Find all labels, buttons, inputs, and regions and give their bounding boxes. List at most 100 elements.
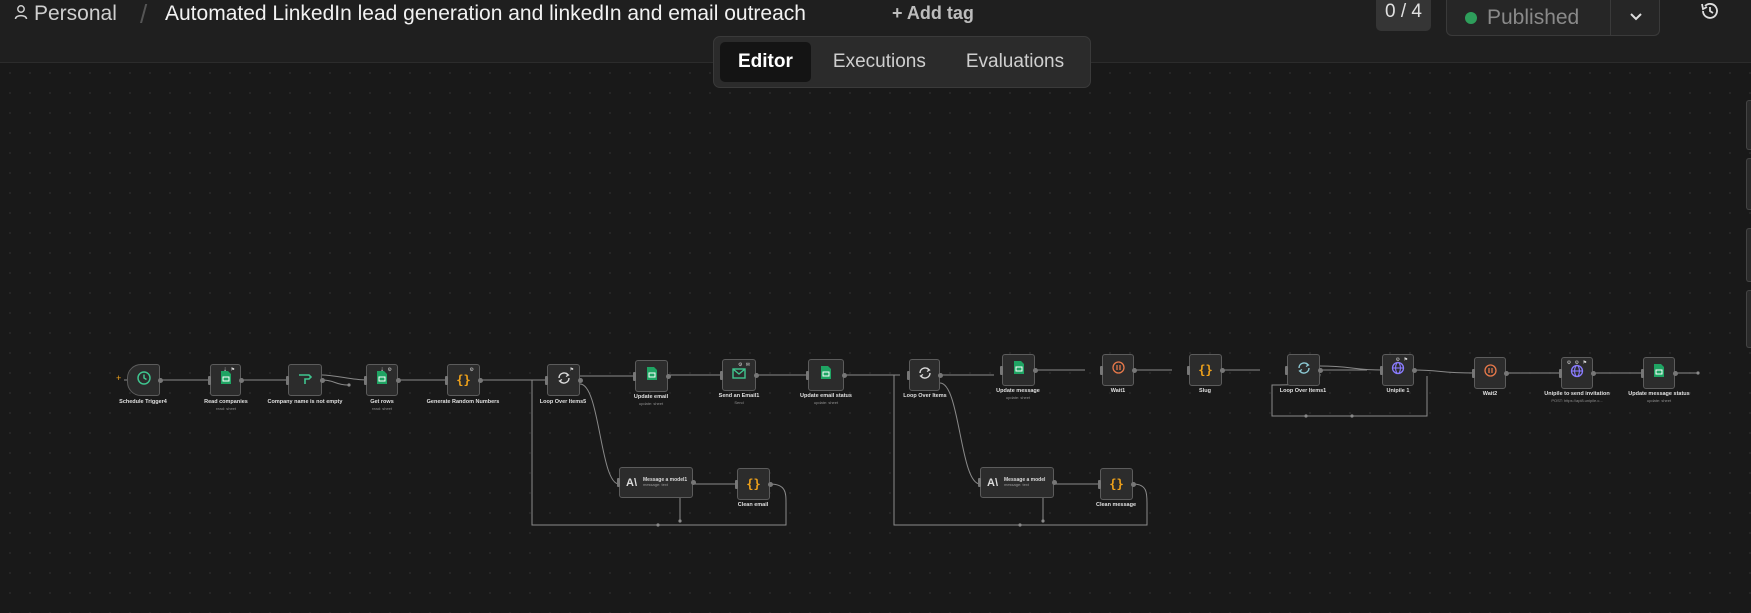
node-slug[interactable]: {} [1187,354,1225,386]
input-port[interactable] [720,370,723,380]
output-port[interactable] [478,377,483,383]
sheets-icon [1653,363,1665,383]
output-port[interactable] [239,377,244,383]
node-unipile-send-invitation[interactable]: ⚙ ⚙ ⚑ [1559,357,1596,389]
input-port[interactable] [1187,365,1190,375]
tab-executions[interactable]: Executions [832,51,926,72]
output-port[interactable] [938,372,943,378]
node-title: Read companies [204,399,248,405]
input-port[interactable] [1641,368,1644,378]
output-port[interactable] [1132,367,1137,373]
workflow-title[interactable]: Automated LinkedIn lead generation and l… [165,2,806,25]
node-title: Message a model1 [643,477,688,484]
output-port[interactable] [768,481,773,487]
breadcrumb-project[interactable]: Personal [14,0,117,28]
pause-icon [1111,361,1125,379]
connection [1319,365,1383,371]
input-port[interactable] [545,375,548,385]
output-port[interactable] [1131,481,1136,487]
node-wait1[interactable] [1100,354,1137,386]
input-port[interactable] [1472,368,1475,378]
node-read-companies[interactable]: ⇣ ⚑ [208,364,244,396]
input-port[interactable] [1098,479,1101,489]
input-port[interactable] [907,370,910,380]
output-port[interactable] [578,377,583,383]
output-port[interactable] [1504,370,1509,376]
input-port[interactable] [806,370,809,380]
output-port[interactable] [1220,367,1225,373]
input-port[interactable] [1559,368,1562,378]
input-port[interactable] [978,478,981,487]
node-message-a-model[interactable]: A\ Message a model message: text [978,467,1057,498]
node-update-message[interactable] [1000,354,1038,386]
input-port[interactable] [364,375,367,385]
node-clean-message[interactable]: {} [1098,468,1136,500]
node-loop-over-items1[interactable] [1285,354,1323,386]
history-button[interactable] [1698,0,1722,26]
publish-button[interactable]: Published [1447,0,1610,35]
output-port[interactable] [1033,367,1038,373]
node-generate-random-numbers[interactable]: ⚙ {} [445,364,483,396]
anthropic-icon: A\ [626,476,637,489]
output-port[interactable] [320,377,325,383]
node-clean-email[interactable]: {} [735,468,773,500]
publish-dropdown-button[interactable] [1610,0,1661,35]
node-label: Wait1 [1076,388,1160,395]
side-panel-tab[interactable] [1746,100,1751,150]
side-panel-tab[interactable] [1746,290,1751,348]
output-port[interactable] [1673,370,1678,376]
input-port[interactable] [445,375,448,385]
node-label: Loop Over Items [883,393,967,400]
node-update-email[interactable] [633,360,671,392]
output-port[interactable] [754,372,759,378]
node-send-an-email1[interactable]: ⚙ ✉ [720,359,759,391]
input-port[interactable] [208,375,211,385]
output-port[interactable] [1591,370,1596,376]
node-badges: ⚙ ✉ [737,362,751,368]
tab-evaluations[interactable]: Evaluations [965,51,1065,72]
node-update-email-status[interactable] [806,359,847,391]
input-port[interactable] [617,478,620,487]
input-port[interactable] [1000,365,1003,375]
input-port[interactable] [1285,365,1288,375]
node-label: Schedule Trigger4 [101,399,185,406]
filter-icon [297,371,313,390]
sheets-icon [220,370,232,390]
output-port[interactable] [1318,367,1323,373]
add-tag-button[interactable]: + Add tag [892,3,974,23]
code-icon: {} [1109,477,1124,491]
tab-editor[interactable]: Editor [720,42,811,82]
step-counter[interactable]: 0 / 4 [1376,0,1431,31]
node-title: Loop Over Items5 [539,399,587,405]
node-company-name-filter[interactable] [286,364,325,396]
node-update-message-status[interactable] [1641,357,1678,389]
input-port[interactable] [286,375,289,385]
node-get-rows[interactable]: ⇣ ⚙ [364,364,401,396]
side-panel-tab[interactable] [1746,158,1751,210]
input-port[interactable] [1100,365,1103,375]
node-loop-over-items[interactable] [907,359,943,391]
output-port[interactable] [158,377,163,383]
node-schedule-trigger4[interactable] [127,364,163,396]
side-panel-tab[interactable] [1746,228,1751,282]
output-port[interactable] [1052,480,1057,485]
node-title: Company name is not empty [267,399,343,405]
output-port[interactable] [396,377,401,383]
node-wait2[interactable] [1472,357,1509,389]
output-port[interactable] [666,373,671,379]
add-first-step-icon[interactable]: + [116,373,122,383]
node-message-a-model1[interactable]: A\ Message a model1 message: text [617,467,696,498]
node-subtitle: update: sheet [638,400,664,406]
node-title: Get rows [370,399,394,405]
output-port[interactable] [691,480,696,485]
input-port[interactable] [1380,365,1383,375]
connection-dot [1304,414,1308,418]
input-port[interactable] [735,479,738,489]
node-loop-over-items5[interactable]: ⚑ [545,364,583,396]
output-port[interactable] [842,372,847,378]
output-port[interactable] [1412,367,1417,373]
node-unipile-1[interactable]: ⚙ ⚑ [1380,354,1417,386]
input-port[interactable] [633,371,636,381]
